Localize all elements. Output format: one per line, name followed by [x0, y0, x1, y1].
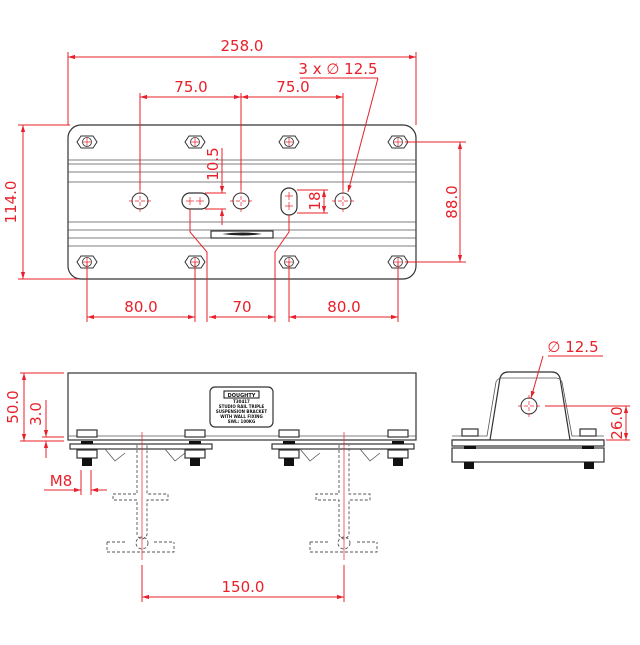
dim-bolt-spacing-left: 80.0 [124, 298, 157, 316]
rail-grooves [68, 159, 416, 247]
side-view: ∅ 12.5 26.0 [451, 338, 630, 469]
dim-hole-spacing-right: 75.0 [276, 78, 309, 96]
bolts-front [76, 429, 409, 466]
label-plate: DOUGHTY T30417 STUDIO RAIL TRIPLE SUSPEN… [209, 386, 274, 428]
hole-callout: 3 x ∅ 12.5 [298, 60, 377, 78]
slot-horizontal [181, 192, 210, 210]
dim-bolt-size: M8 [50, 472, 73, 490]
svg-text:SUSPENSION BRACKET: SUSPENSION BRACKET [216, 409, 268, 414]
dim-plate-thickness: 3.0 [27, 402, 45, 426]
dim-side-hole-height: 26.0 [608, 406, 626, 439]
svg-text:STUDIO RAIL TRIPLE: STUDIO RAIL TRIPLE [219, 404, 265, 409]
svg-text:T30417: T30417 [233, 399, 250, 404]
dim-bolt-spacing-right: 80.0 [327, 298, 360, 316]
studio-rail-right [309, 432, 378, 560]
svg-text:WITH WALL FIXING: WITH WALL FIXING [220, 414, 263, 419]
side-bolt-left [461, 428, 479, 469]
slot-vertical [280, 187, 298, 216]
dim-rail-spacing: 150.0 [222, 578, 265, 596]
svg-text:SWL: 100KG: SWL: 100KG [228, 419, 256, 424]
dim-side-hole-diameter: ∅ 12.5 [547, 338, 598, 356]
dim-overall-width: 258.0 [221, 37, 264, 55]
dim-slot-offset: 10.5 [204, 147, 222, 180]
dim-bolt-spacing-center: 70 [232, 298, 251, 316]
side-bolt-right [579, 428, 597, 469]
rail-clamps [69, 443, 415, 462]
dim-overall-height: 114.0 [2, 181, 20, 224]
label-brand: DOUGHTY [228, 393, 256, 399]
side-base [451, 447, 605, 463]
side-clamp-plate [451, 439, 605, 447]
dim-hole-spacing-left: 75.0 [174, 78, 207, 96]
top-view: 258.0 75.0 75.0 3 x ∅ 12.5 114.0 88.0 10… [2, 37, 466, 322]
dim-bolt-row-spacing: 88.0 [443, 185, 461, 218]
dim-front-height: 50.0 [4, 390, 22, 423]
dim-slot-length: 18 [306, 191, 324, 210]
front-view: DOUGHTY T30417 STUDIO RAIL TRIPLE SUSPEN… [4, 372, 417, 602]
studio-rail-left [106, 432, 175, 560]
